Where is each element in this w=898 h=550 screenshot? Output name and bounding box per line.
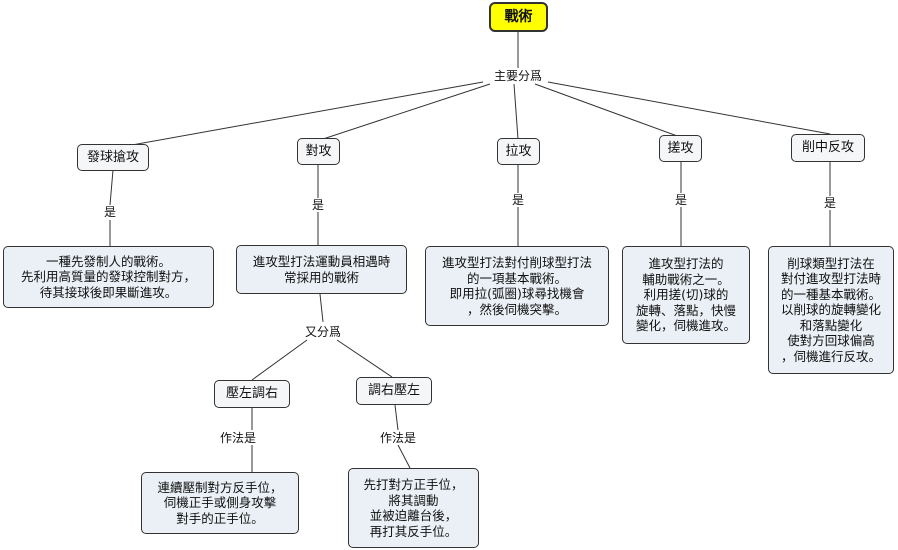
connector-sublink-sub-2	[336, 339, 393, 378]
technique-node-3[interactable]: 拉攻	[497, 138, 540, 165]
sub-technique-link-label-2: 作法是	[377, 431, 419, 445]
technique-link-label-3: 是	[509, 193, 527, 207]
sub-technique-description-1: 連續壓制對方反手位， 伺機正手或側身攻擊 對手的正手位。	[141, 472, 299, 534]
technique-description-3: 進攻型打法對付削球型打法 的一項基本戰術。 即用拉(弧圈)球尋找機會 ，然後伺機…	[425, 246, 609, 326]
technique-node-5[interactable]: 削中反攻	[791, 134, 865, 162]
connector-hub-technique-1	[114, 81, 484, 149]
connector-hub-technique-5	[547, 81, 831, 135]
connector-hub-technique-2	[319, 83, 491, 141]
sub-link-label: 又分爲	[302, 325, 344, 339]
connector-hub-technique-4	[534, 83, 681, 138]
technique-link-label-5: 是	[821, 196, 839, 210]
root-node[interactable]: 戰術	[489, 2, 548, 32]
connector-hub-technique-3	[513, 83, 519, 140]
sub-technique-node-1[interactable]: 壓左調右	[214, 380, 290, 408]
technique-description-1: 一種先發制人的戰術。 先利用高質量的發球控制對方， 待其接球後即果斷進攻。	[3, 246, 214, 308]
technique-link-label-1: 是	[101, 205, 119, 219]
technique-description-5: 削球類型打法在 對付進攻型打法時 的一種基本戰術。 以削球的旋轉變化 和落點變化…	[768, 246, 894, 374]
technique-node-1[interactable]: 發球搶攻	[77, 144, 149, 171]
technique-node-4[interactable]: 搓攻	[659, 135, 702, 162]
technique-description-4: 進攻型打法的 輔助戰術之一。 利用搓(切)球的 旋轉、落點，快慢 變化，伺機進攻…	[622, 246, 750, 344]
technique-link-label-4: 是	[672, 193, 690, 207]
technique-description-2: 進攻型打法運動員相遇時 常採用的戰術	[236, 245, 407, 294]
connector-technique-1-label	[109, 169, 114, 206]
sub-technique-description-2: 先打對方正手位， 將其調動 並被迫離台後， 再打其反手位。	[348, 468, 479, 548]
sub-technique-node-2[interactable]: 調右壓左	[356, 377, 432, 405]
technique-node-2[interactable]: 對攻	[297, 138, 340, 165]
sub-technique-link-label-1: 作法是	[217, 431, 259, 445]
connector-sub-2-label	[394, 404, 399, 431]
connector-desc2-sublink	[319, 293, 324, 323]
root-link-label: 主要分爲	[491, 69, 545, 83]
technique-link-label-2: 是	[309, 198, 327, 212]
connector-sublink-sub-1	[251, 339, 308, 381]
connector-sub-label-desc-2	[397, 444, 411, 469]
